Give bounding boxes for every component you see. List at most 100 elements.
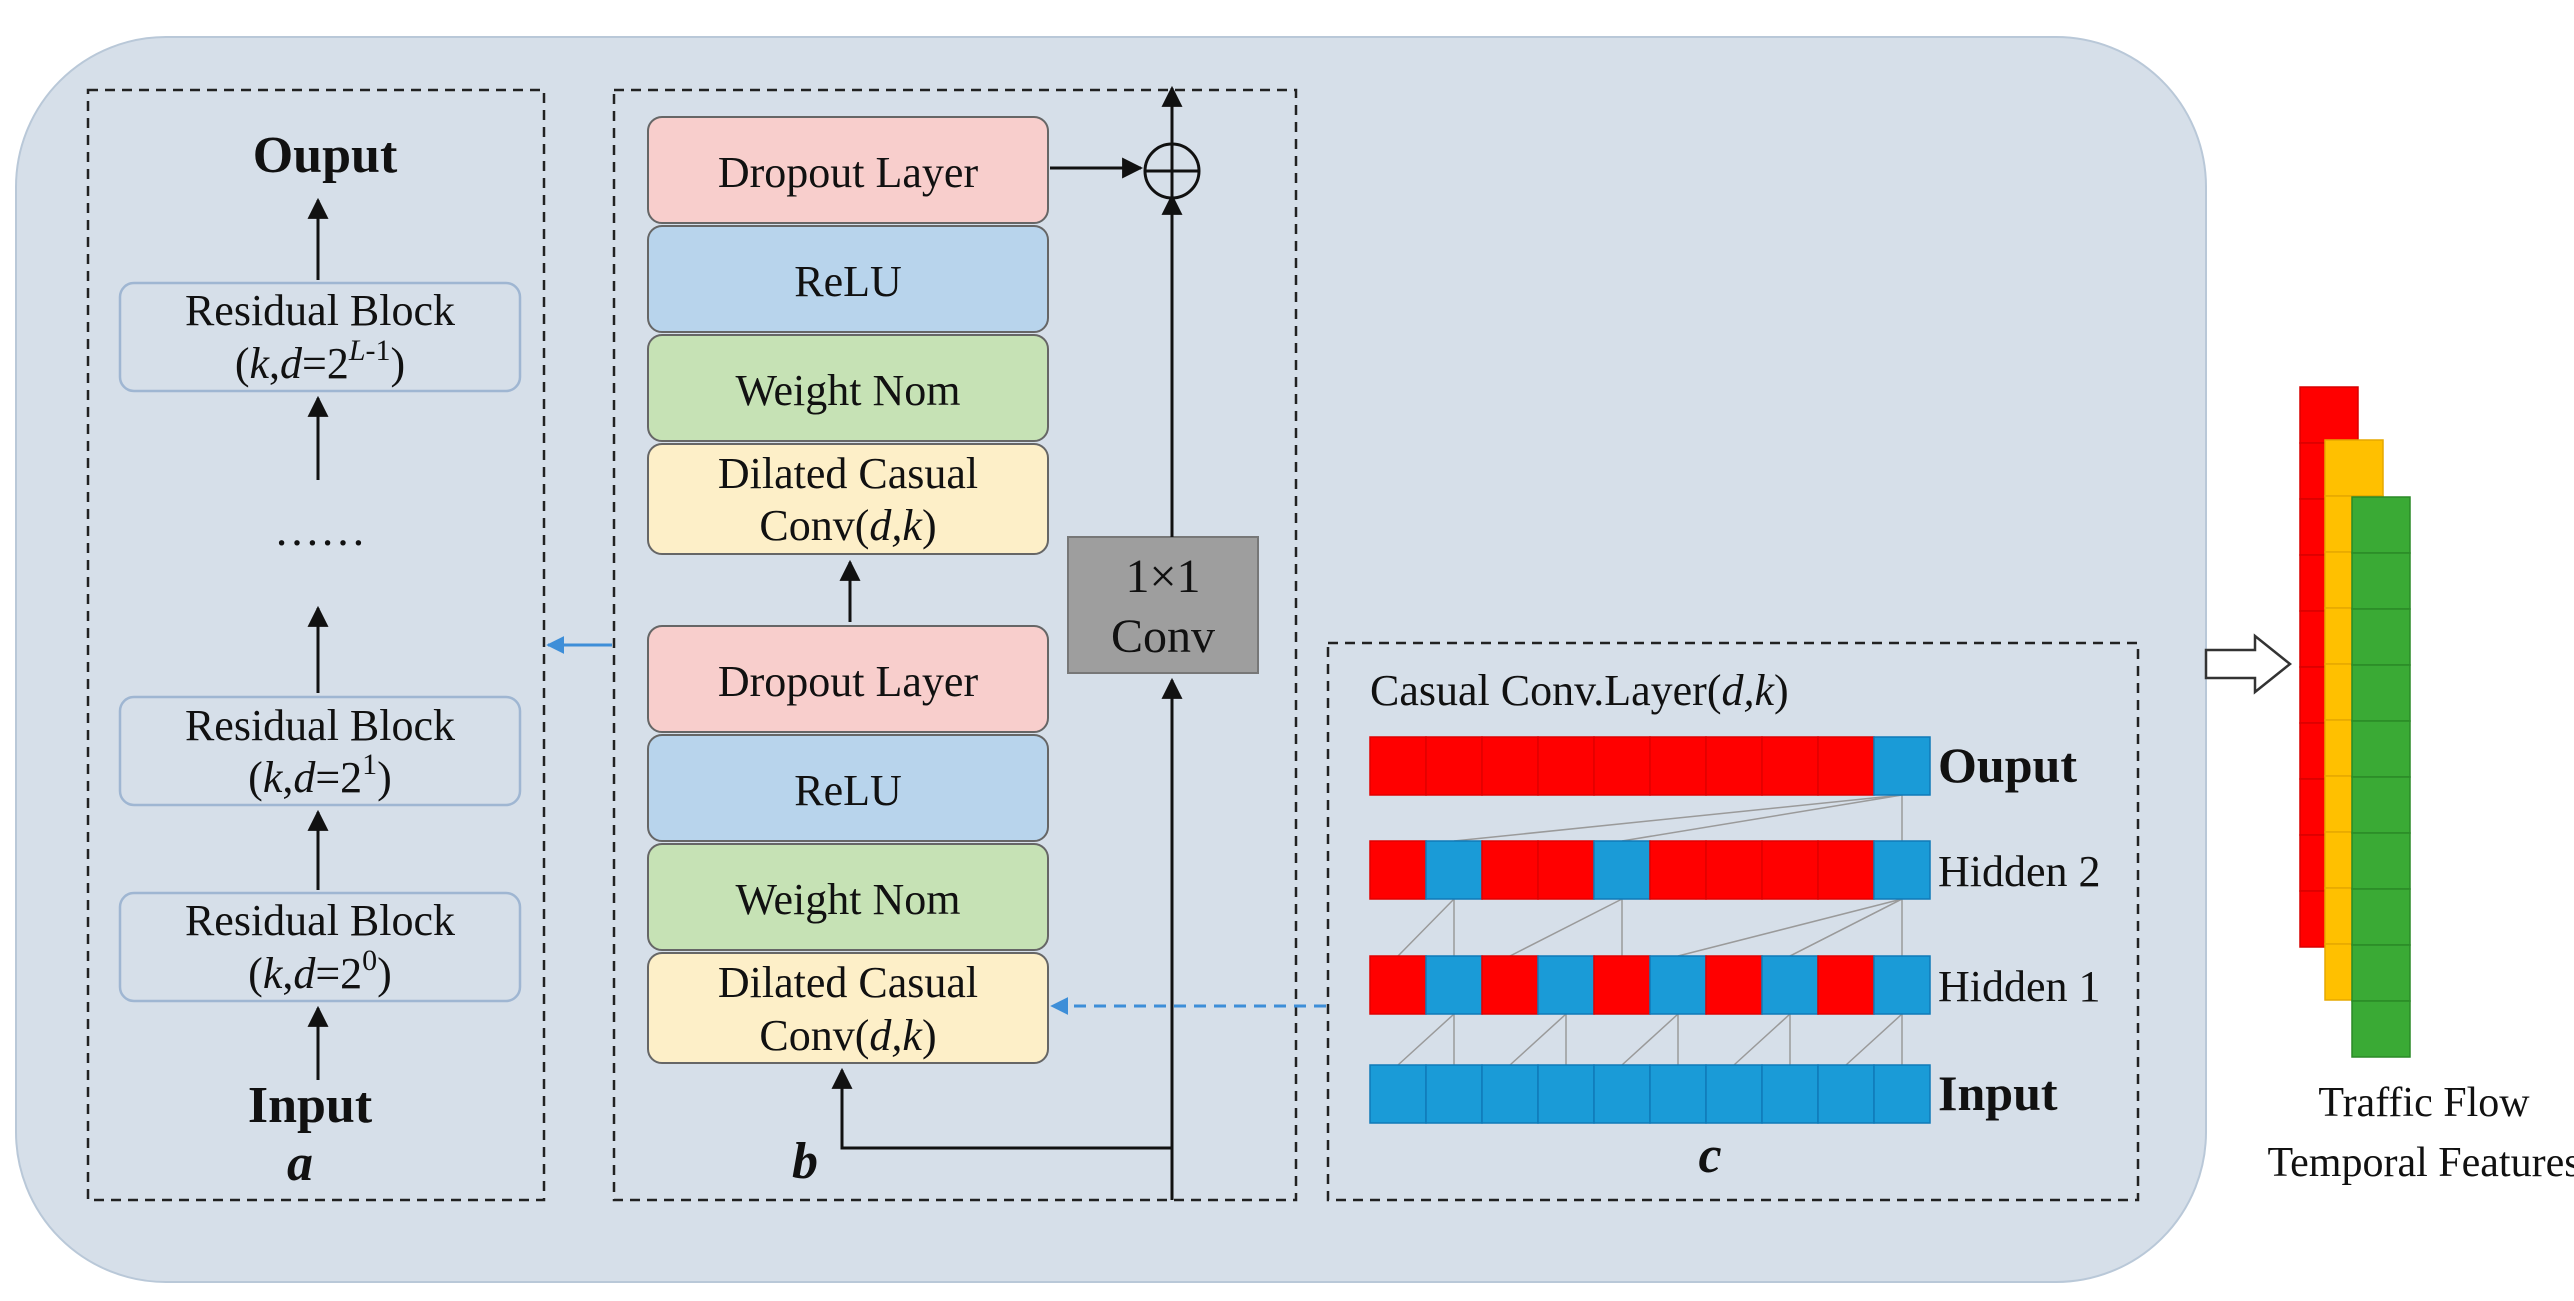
layer-cell (1873, 1064, 1931, 1124)
residual-block-mid-params: (k,d=21) (248, 748, 392, 802)
layer-cell (1649, 840, 1707, 900)
panel-b-frame (612, 88, 1298, 1202)
layer-cell (1481, 1064, 1539, 1124)
panel-a-input-title: Input (248, 1077, 373, 1134)
layer-cell (1593, 736, 1651, 796)
layer-label: Ouput (1938, 737, 2077, 793)
temporal-feature-stack (2299, 386, 2411, 1058)
upper-relu-label: ReLU (794, 257, 902, 306)
lower-weight-norm-layer (647, 843, 1049, 951)
conv1x1-line2: Conv (1111, 610, 1215, 663)
layer-cell (1761, 736, 1819, 796)
layer-cell (1705, 1064, 1763, 1124)
lower-dilated-conv-layer (647, 952, 1049, 1064)
layer-cell (1817, 736, 1875, 796)
feature-cell (2351, 496, 2411, 554)
layer-cell (1425, 840, 1483, 900)
feature-cell (2351, 888, 2411, 946)
layer-cell (1873, 840, 1931, 900)
lower-dropout-label: Dropout Layer (718, 657, 979, 706)
panel-a-letter: a (287, 1135, 313, 1192)
upper-dilated-conv-line1: Dilated Casual (718, 449, 978, 498)
lower-relu-layer (647, 734, 1049, 842)
panel-c-frame (1326, 641, 2140, 1202)
lower-relu-label: ReLU (794, 766, 902, 815)
side-label-line2: Temporal Features (2267, 1140, 2574, 1186)
dilation-connections (1397, 794, 1903, 1066)
residual-block-bottom-label: Residual Block (185, 896, 455, 945)
upper-dropout-layer (647, 116, 1049, 224)
layer-cell (1705, 840, 1763, 900)
connection-line (1789, 898, 1903, 957)
layer-cell (1537, 1064, 1595, 1124)
connection-line (1677, 898, 1903, 957)
layer-cell (1761, 840, 1819, 900)
connection-line (1845, 1013, 1903, 1066)
residual-block-top (118, 281, 522, 393)
residual-block-top-params: (k,d=2L-1) (235, 334, 405, 388)
feature-cell (2351, 608, 2411, 666)
residual-block-mid-label: Residual Block (185, 701, 455, 750)
layer-cell (1369, 1064, 1427, 1124)
layer-cell (1705, 736, 1763, 796)
layer-cell (1425, 955, 1483, 1015)
upper-dilated-conv-layer (647, 443, 1049, 555)
feature-cell (2299, 386, 2359, 444)
layer-cell (1369, 736, 1427, 796)
panel-b: Dropout Layer ReLU Weight Nom Dilated Ca… (612, 85, 1298, 1202)
connection-line (1397, 1013, 1455, 1066)
residual-block-bottom-params: (k,d=20) (248, 944, 392, 998)
layer-cell (1593, 840, 1651, 900)
layer-cell (1593, 1064, 1651, 1124)
layer-cell (1649, 1064, 1707, 1124)
layer-cell (1873, 955, 1931, 1015)
layer-cell (1369, 840, 1427, 900)
layer-cell (1537, 736, 1595, 796)
lower-dilated-conv-line2: Conv(d,k) (759, 1011, 936, 1060)
layer-label: Hidden 1 (1938, 962, 2101, 1011)
layer-cell (1817, 840, 1875, 900)
layer-cell (1705, 955, 1763, 1015)
residual-block-bottom (118, 891, 522, 1003)
feature-cell (2351, 944, 2411, 1002)
layer-cell (1481, 840, 1539, 900)
panel-a-frame (86, 88, 546, 1202)
layer-label: Input (1938, 1065, 2058, 1121)
layer-cell (1537, 840, 1595, 900)
connection-line (1621, 794, 1903, 842)
feature-cell (2324, 439, 2384, 497)
feature-cell (2351, 776, 2411, 834)
lower-dropout-layer (647, 625, 1049, 733)
conv1x1-line1: 1×1 (1125, 550, 1200, 603)
layer-cell (1761, 955, 1819, 1015)
input-to-lower-dilated (831, 1067, 1172, 1150)
panel-a: Ouput Residual Block (k,d=2L-1) …… Resid… (86, 88, 546, 1202)
layer-cell (1425, 1064, 1483, 1124)
layer-cell (1873, 736, 1931, 796)
layer-cell (1481, 955, 1539, 1015)
layer-cell (1817, 1064, 1875, 1124)
connection-line (1621, 1013, 1679, 1066)
hollow-arrow (2204, 633, 2293, 695)
feature-cell (2351, 720, 2411, 778)
layer-cell (1369, 955, 1427, 1015)
layer-cell (1649, 736, 1707, 796)
feature-cell (2351, 1000, 2411, 1058)
lower-weight-norm-label: Weight Nom (736, 875, 961, 924)
connection-line (1509, 898, 1623, 957)
feature-cell (2351, 552, 2411, 610)
connection-line (1453, 794, 1903, 842)
feature-cell (2351, 664, 2411, 722)
connection-line (1397, 898, 1455, 957)
panel-c-letter: c (1698, 1127, 1721, 1184)
conv1x1-box (1067, 536, 1259, 674)
ellipsis-dots: …… (274, 504, 366, 555)
panel-a-output-title: Ouput (253, 127, 398, 184)
upper-weight-norm-label: Weight Nom (736, 366, 961, 415)
layer-cell (1593, 955, 1651, 1015)
upper-dilated-conv-line2: Conv(d,k) (759, 501, 936, 550)
upper-weight-norm-layer (647, 334, 1049, 442)
